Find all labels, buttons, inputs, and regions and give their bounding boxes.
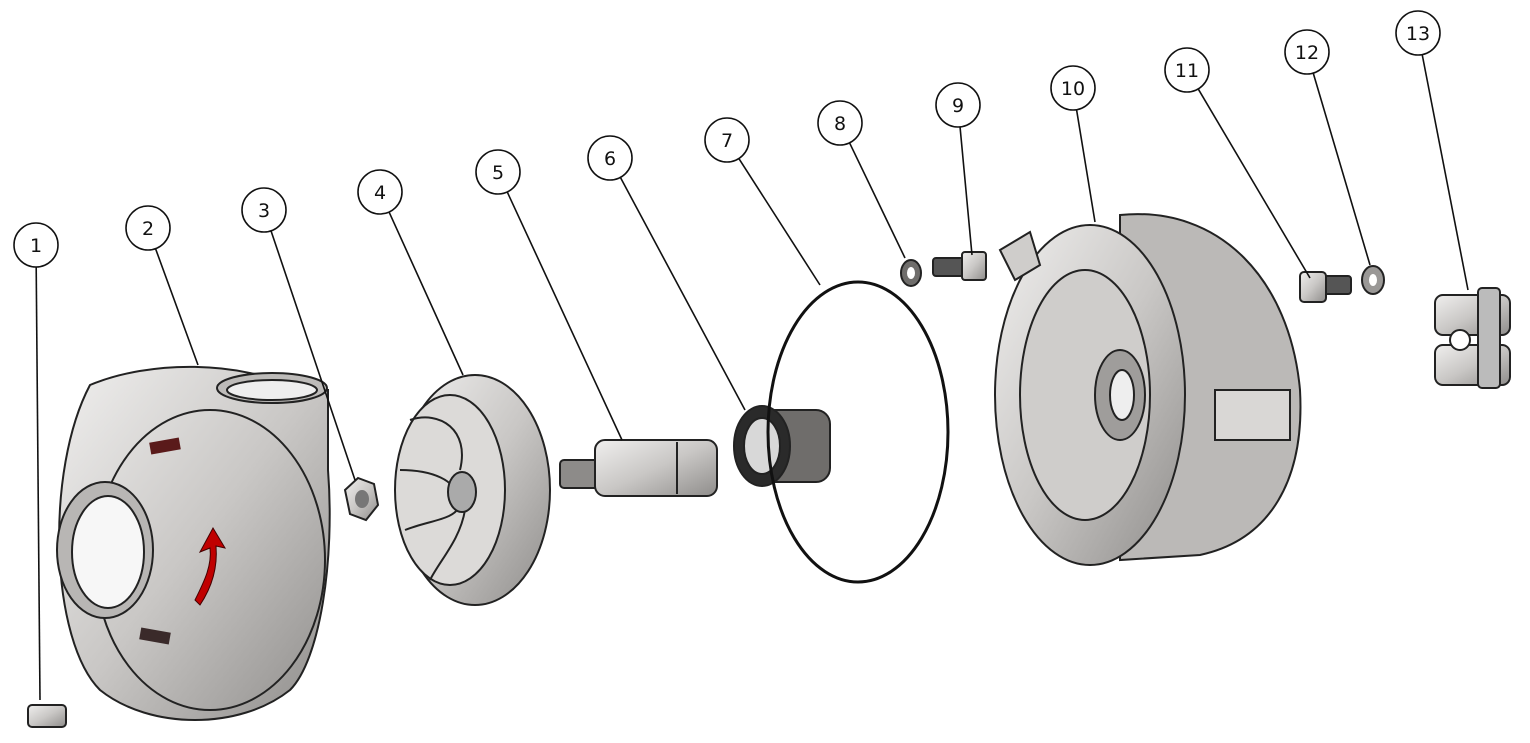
item-balloon-5: 5 <box>475 149 521 195</box>
balloon-circle <box>1050 65 1096 111</box>
balloon-circle <box>587 135 633 181</box>
balloon-circle <box>1164 47 1210 93</box>
item-balloon-7: 7 <box>704 117 750 163</box>
item-balloon-1: 1 <box>13 222 59 268</box>
rotation-arrow-icon <box>194 526 227 606</box>
balloon-circle <box>817 100 863 146</box>
part-2-pump-casing <box>56 365 331 721</box>
part-3-impeller-nut <box>343 476 380 522</box>
leader-line <box>1075 109 1096 223</box>
part-1-drain-plug <box>27 704 67 728</box>
part-10-adapter-bracket <box>994 213 1302 566</box>
balloon-number: 3 <box>258 200 270 222</box>
balloon-number: 11 <box>1175 60 1199 82</box>
balloon-circle <box>1395 10 1441 56</box>
item-balloon-4: 4 <box>357 169 403 215</box>
part-12-washer <box>1361 265 1385 295</box>
item-balloon-3: 3 <box>241 187 287 233</box>
part-5-shaft-sleeve <box>559 439 718 497</box>
leader-line <box>1197 88 1311 279</box>
balloon-number: 4 <box>374 182 386 204</box>
leader-line <box>848 142 906 259</box>
balloon-circle <box>1284 29 1330 75</box>
item-balloon-2: 2 <box>125 205 171 251</box>
balloon-circle <box>357 169 403 215</box>
part-4-impeller <box>394 374 551 606</box>
item-balloon-6: 6 <box>587 135 633 181</box>
part-11-bolt <box>1299 271 1352 303</box>
item-balloon-11: 11 <box>1164 47 1210 93</box>
item-balloon-13: 13 <box>1395 10 1441 56</box>
part-6-mechanical-seal <box>733 405 831 487</box>
balloon-number: 7 <box>721 130 733 152</box>
leader-line <box>388 211 464 376</box>
balloon-circle <box>704 117 750 163</box>
item-balloon-10: 10 <box>1050 65 1096 111</box>
leader-line <box>270 230 356 481</box>
balloon-circle <box>241 187 287 233</box>
part-8-washer <box>900 259 922 287</box>
part-13-clamp <box>1434 287 1511 389</box>
leader-line <box>1312 72 1371 266</box>
item-balloon-12: 12 <box>1284 29 1330 75</box>
leader-line <box>959 126 973 256</box>
item-balloon-9: 9 <box>935 82 981 128</box>
balloon-circle <box>13 222 59 268</box>
balloon-number: 10 <box>1061 78 1085 100</box>
balloon-circle <box>125 205 171 251</box>
balloon-number: 12 <box>1295 42 1319 64</box>
item-balloon-8: 8 <box>817 100 863 146</box>
leader-line <box>506 191 623 441</box>
balloon-number: 5 <box>492 162 504 184</box>
balloon-number: 2 <box>142 218 154 240</box>
balloon-number: 13 <box>1406 23 1430 45</box>
leader-line <box>154 248 199 366</box>
balloon-number: 6 <box>604 148 616 170</box>
leader-line <box>619 177 746 411</box>
balloon-number: 1 <box>30 235 42 257</box>
balloon-number: 8 <box>834 113 846 135</box>
leader-line <box>35 266 41 701</box>
part-9-bolt <box>932 251 987 281</box>
balloon-circle <box>475 149 521 195</box>
leader-line <box>738 158 821 286</box>
part-7-o-ring <box>766 280 950 584</box>
balloon-number: 9 <box>952 95 964 117</box>
balloon-circle <box>935 82 981 128</box>
leader-line <box>1421 54 1469 291</box>
